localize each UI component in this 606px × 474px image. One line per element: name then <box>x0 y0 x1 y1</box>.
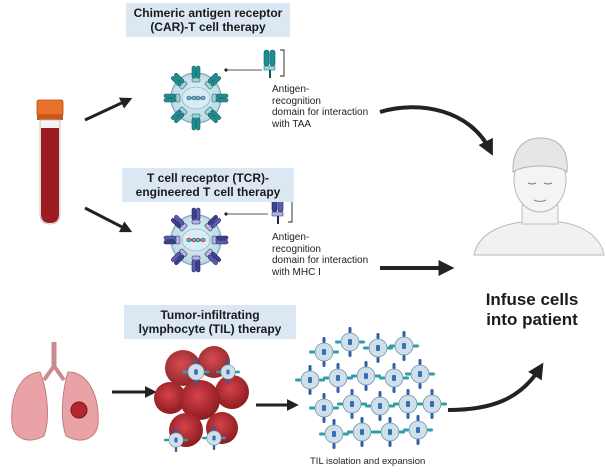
tcr-title-line2: engineered T cell therapy <box>135 185 281 199</box>
til-title-line2: lymphocyte (TIL) therapy <box>138 322 282 336</box>
til-expansion-icon <box>294 326 448 450</box>
til-title-line1: Tumor-infiltrating <box>160 308 260 322</box>
til-title-box: Tumor-infiltrating lymphocyte (TIL) ther… <box>124 305 296 339</box>
tcr-domain-label: Antigen- recognition domain for interact… <box>272 232 369 278</box>
car-title-box: Chimeric antigen receptor (CAR)-T cell t… <box>126 3 290 37</box>
tcr-title-box: T cell receptor (TCR)- engineered T cell… <box>122 168 294 202</box>
arrow-tube-to-tcr <box>84 206 133 233</box>
tumor-mass-icon <box>154 346 249 453</box>
car-title-line2: (CAR)-T cell therapy <box>150 20 266 34</box>
car-domain-label: Antigen- recognition domain for interact… <box>272 84 369 130</box>
tcr-t-cell-icon <box>163 207 229 273</box>
car-t-cell-icon <box>163 65 229 131</box>
til-expansion-caption: TIL isolation and expansion <box>310 456 426 467</box>
tumor-icon <box>70 401 88 419</box>
car-receptor-detail-icon <box>263 49 285 78</box>
infuse-label: Infuse cells into patient <box>485 290 579 329</box>
arrow-car-to-patient <box>379 105 493 156</box>
blood-tube-icon <box>36 99 64 225</box>
car-title-line1: Chimeric antigen receptor <box>133 6 283 20</box>
arrow-tube-to-car <box>84 97 133 122</box>
arrow-til-to-patient <box>447 362 544 412</box>
lungs-icon <box>11 342 99 441</box>
patient-icon <box>473 137 605 256</box>
tcr-title-line1: T cell receptor (TCR)- <box>146 171 269 185</box>
